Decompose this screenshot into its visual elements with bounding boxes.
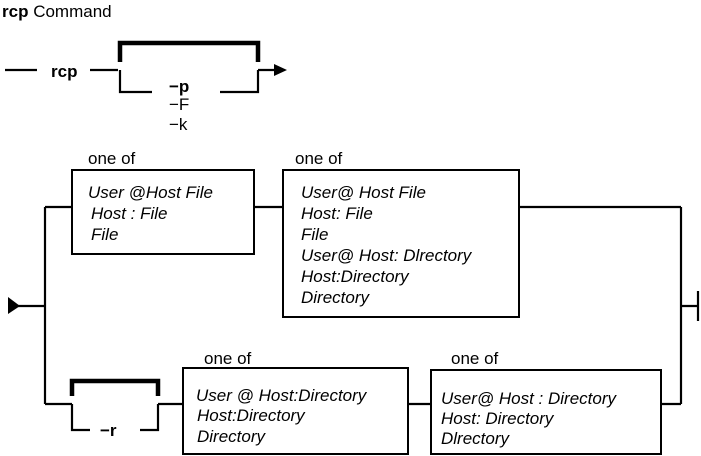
recursive-flag: −r (100, 421, 117, 440)
operand-group-d: one of User@ Host : Directory Host: Dire… (430, 349, 662, 455)
group-a-box (71, 169, 255, 255)
group-b-caption: one of (295, 149, 343, 168)
group-b-item-1: User@ Host File (301, 183, 426, 202)
r-bracket-left (70, 404, 90, 432)
group-b-item-5: Host:Directory (301, 267, 410, 286)
operand-group-c: one of User @ Host:Directory Host:Direct… (182, 349, 409, 455)
optional-bracket-right (220, 70, 260, 94)
flag-k: −k (169, 115, 188, 134)
group-c-caption: one of (204, 349, 252, 368)
group-b-box (282, 169, 520, 318)
operand-group-a: one of User @Host File Host : File File (71, 149, 255, 255)
group-b-item-2: Host: File (301, 204, 373, 223)
optional-bracket-left (118, 70, 152, 94)
group-c-item-3: Directory (197, 427, 267, 446)
group-a-item-1: User @Host File (88, 183, 213, 202)
start-arrow-icon (8, 297, 20, 314)
group-d-box (430, 369, 662, 455)
group-a-caption: one of (88, 149, 136, 168)
flag-p: −p (169, 77, 189, 96)
command-name: rcp (51, 62, 77, 81)
group-d-item-1: User@ Host : Directory (441, 389, 618, 408)
flag-F: −F (169, 95, 189, 114)
optional-bracket-top (117, 40, 261, 62)
group-c-box (182, 367, 409, 455)
group-d-caption: one of (451, 349, 499, 368)
group-b-item-6: Directory (301, 288, 371, 307)
r-bracket-top (69, 378, 161, 396)
group-b-item-3: File (301, 225, 328, 244)
operand-group-b: one of User@ Host File Host: File File U… (282, 149, 520, 318)
group-b-item-4: User@ Host: Dlrectory (301, 246, 473, 265)
group-a-item-2: Host : File (91, 204, 168, 223)
group-c-item-1: User @ Host:Directory (196, 386, 368, 405)
title-word: Command (33, 2, 111, 21)
diagram-title: rcp Command (2, 2, 112, 21)
group-c-item-2: Host:Directory (197, 406, 306, 425)
operand-paths: −r (8, 205, 700, 440)
title-command: rcp (2, 2, 28, 21)
group-d-item-2: Host: Directory (441, 409, 555, 428)
continuation-arrow-icon (274, 64, 287, 76)
group-a-item-3: File (91, 225, 118, 244)
command-line: rcp −p −F −k (5, 40, 287, 134)
group-d-item-3: Dlrectory (441, 429, 511, 448)
r-bracket-right (140, 404, 160, 432)
